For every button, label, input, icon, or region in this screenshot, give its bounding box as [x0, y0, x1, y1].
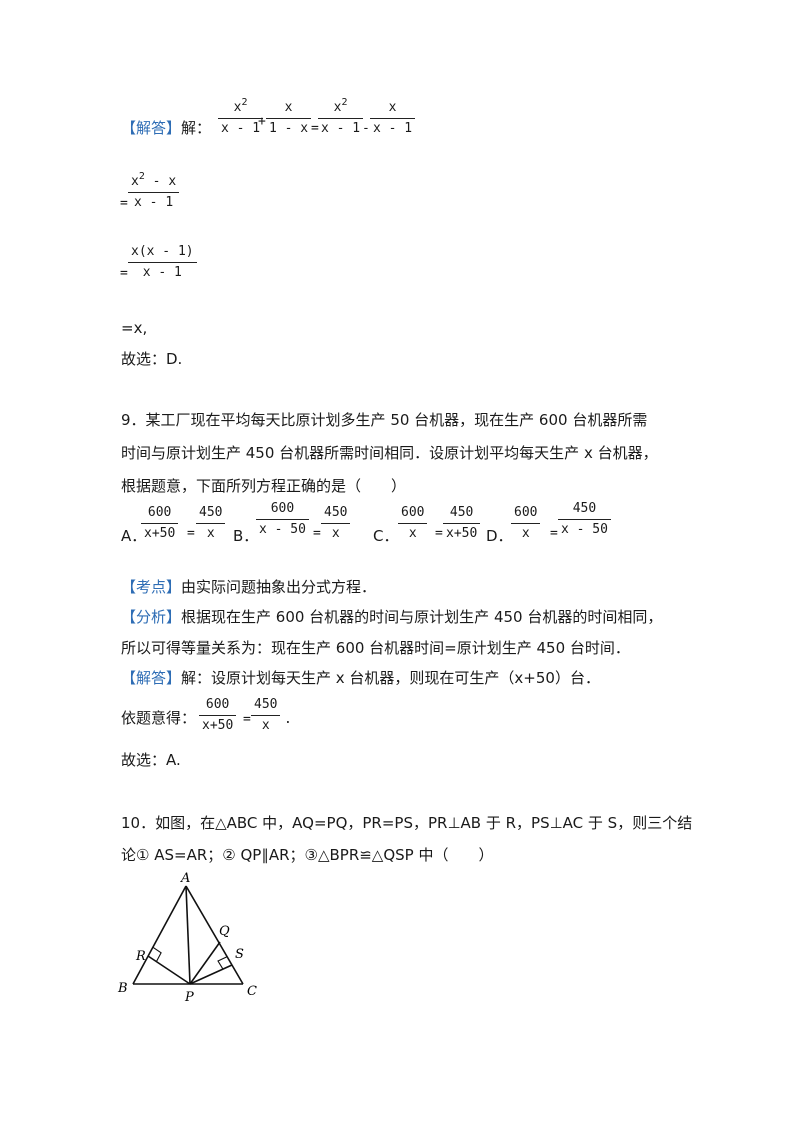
q9-line-3: 根据题意，下面所列方程正确的是（ ）	[121, 477, 407, 495]
q9-yiti-end: .	[284, 712, 292, 727]
segment-ab	[132, 885, 187, 985]
vertex-label-a: A	[180, 871, 190, 886]
choice-d: 故选：D.	[121, 350, 183, 368]
option-d-label: D．	[486, 527, 513, 545]
segment-pr	[147, 955, 191, 985]
answer-line-1: 【解答】解：	[121, 118, 211, 138]
right-angle-mark-r	[152, 946, 162, 962]
option-c-eq: =	[435, 526, 443, 541]
option-d-eq: =	[550, 526, 558, 541]
fraction-x2-minus-x: x2 - x x - 1	[128, 172, 180, 211]
option-b-eq: =	[313, 526, 321, 541]
vertex-label-c: C	[247, 984, 257, 999]
vertex-label-b: B	[117, 981, 128, 996]
equals-sign-2: =	[120, 196, 128, 211]
choice-a: 故选：A.	[121, 751, 181, 769]
option-b-label: B．	[233, 527, 259, 545]
fraction-x2-over-x-1-b: x2 x - 1	[318, 98, 364, 137]
q10-line-2: 论① AS=AR；② QP∥AR；③△BPR≌△QSP 中（ ）	[121, 846, 494, 864]
segment-ps	[189, 964, 233, 985]
q9-yiti-label: 依题意得：	[121, 709, 197, 727]
segment-pq	[189, 941, 221, 985]
q9-fenxi-1: 【分析】根据现在生产 600 台机器的时间与原计划生产 450 台机器的时间相同…	[121, 608, 663, 626]
segment-ac	[185, 885, 244, 985]
option-a-label: A．	[121, 527, 147, 545]
result-x: =x,	[121, 319, 148, 337]
segment-ap	[185, 885, 191, 985]
point-label-r: R	[135, 949, 146, 964]
q9-kaodian: 【考点】由实际问题抽象出分式方程．	[121, 578, 377, 596]
q10-line-1: 10．如图，在△ABC 中，AQ=PQ，PR=PS，PR⊥AB 于 R，PS⊥A…	[121, 814, 693, 832]
right-angle-mark-s	[217, 956, 228, 970]
point-label-p: P	[184, 990, 194, 1005]
point-label-s: S	[235, 947, 244, 962]
option-c-label: C．	[373, 527, 399, 545]
q9-line-1: 9．某工厂现在平均每天比原计划多生产 50 台机器，现在生产 600 台机器所需	[121, 411, 648, 429]
fraction-x2-over-x-1: x2 x - 1	[218, 98, 264, 137]
q9-yiti-eq: =	[243, 712, 251, 727]
equals-sign-3: =	[120, 266, 128, 281]
equals-sign: =	[311, 121, 319, 136]
point-label-q: Q	[219, 924, 230, 939]
option-a-eq: =	[187, 526, 195, 541]
jie-text: 解：	[181, 119, 212, 137]
minus-sign: -	[362, 121, 370, 136]
answer-tag: 【解答】	[121, 119, 182, 137]
q9-fenxi-2: 所以可得等量关系为：现在生产 600 台机器时间=原计划生产 450 台时间．	[121, 639, 630, 657]
fraction-x-over-1-x: x 1 - x	[266, 100, 312, 137]
q9-line-2: 时间与原计划生产 450 台机器所需时间相同．设原计划平均每天生产 x 台机器，	[121, 444, 658, 462]
fraction-xx-1: x(x - 1) x - 1	[128, 244, 197, 281]
fraction-x-over-x-1: x x - 1	[370, 100, 416, 137]
plus-sign: +	[258, 114, 266, 129]
q9-jieda: 【解答】解：设原计划每天生产 x 台机器，则现在可生产（x+50）台．	[121, 669, 600, 687]
